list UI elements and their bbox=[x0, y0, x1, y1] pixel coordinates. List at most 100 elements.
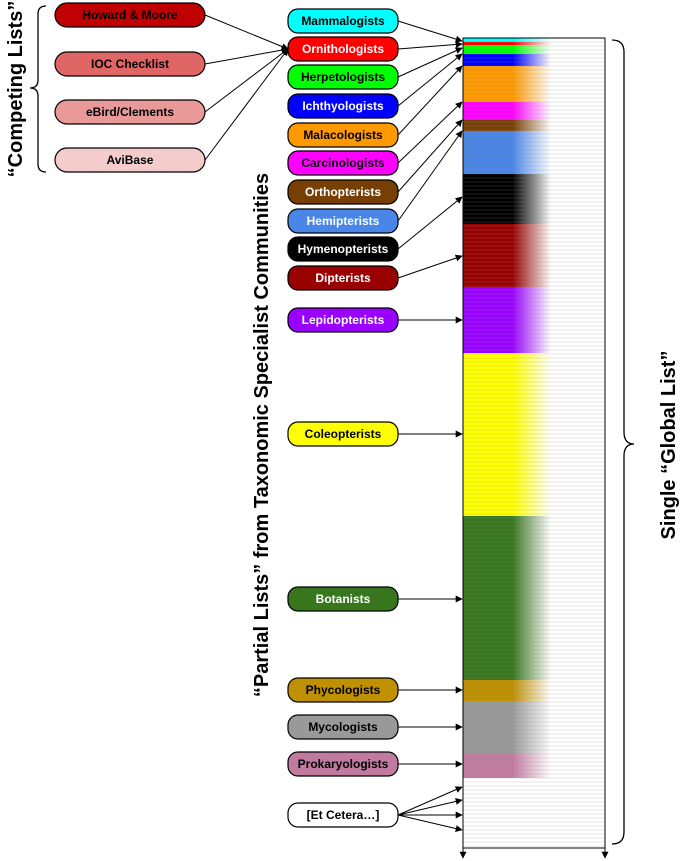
community-pill bbox=[287, 307, 399, 333]
global-list-border bbox=[462, 37, 606, 849]
community-label: Lepidopterists bbox=[302, 313, 385, 327]
community-label: Mammalogists bbox=[301, 14, 385, 28]
global-list-band bbox=[463, 353, 605, 516]
global-list-band bbox=[463, 131, 605, 174]
community-label: Ichthyologists bbox=[302, 99, 384, 113]
global-list-band bbox=[463, 287, 605, 353]
community-herpetologists: Herpetologists bbox=[287, 64, 399, 90]
community-arrow bbox=[397, 254, 463, 279]
global-list-band bbox=[463, 45, 605, 54]
global-list-column bbox=[459, 37, 609, 859]
community-phycologists: Phycologists bbox=[287, 677, 399, 703]
global-list-band bbox=[463, 38, 605, 42]
community-malacologists: Malacologists bbox=[287, 122, 399, 148]
competing-list-pill bbox=[54, 99, 206, 125]
community-label: [Et Cetera…] bbox=[307, 808, 380, 822]
community-dipterists: Dipterists bbox=[287, 265, 399, 291]
global-list-band bbox=[463, 120, 605, 131]
competing-list-avibase: AviBase bbox=[54, 147, 206, 173]
community-orthopterists: Orthopterists bbox=[287, 179, 399, 205]
competing-list-label: IOC Checklist bbox=[91, 57, 169, 71]
community-label: Herpetologists bbox=[301, 70, 385, 84]
community-prokaryologists: Prokaryologists bbox=[287, 751, 399, 777]
global-list-band bbox=[463, 54, 605, 66]
competing-list-arrow bbox=[204, 48, 289, 161]
community-carcinologists: Carcinologists bbox=[287, 150, 399, 176]
global-list-band bbox=[463, 680, 605, 701]
global-list-band bbox=[463, 66, 605, 102]
community-arrow bbox=[397, 53, 463, 107]
community-label: Coleopterists bbox=[305, 427, 382, 441]
competing-lists-label: “Competing Lists” bbox=[5, 1, 27, 178]
community-label: Dipterists bbox=[315, 271, 371, 285]
community-pill bbox=[287, 802, 399, 828]
community-arrow bbox=[397, 101, 463, 164]
global-list-band bbox=[463, 42, 605, 45]
competing-list-arrow bbox=[204, 14, 289, 50]
partial-lists-label: “Partial Lists” from Taxonomic Specialis… bbox=[251, 173, 273, 697]
community-mammalogists: Mammalogists bbox=[287, 8, 399, 34]
community-arrow bbox=[397, 41, 463, 50]
community-ornithologists: Ornithologists bbox=[287, 36, 399, 62]
community-arrow bbox=[397, 798, 463, 816]
community-pill bbox=[287, 179, 399, 205]
community-pill bbox=[287, 714, 399, 740]
community-arrow bbox=[397, 20, 463, 43]
community-arrow bbox=[397, 119, 463, 193]
community-mycologists: Mycologists bbox=[287, 714, 399, 740]
community-hymenopterists: Hymenopterists bbox=[287, 236, 399, 262]
competing-list-label: AviBase bbox=[107, 153, 154, 167]
community-arrow bbox=[397, 814, 463, 832]
competing-list-arrow bbox=[204, 46, 289, 65]
global-list-band bbox=[463, 174, 605, 224]
community-hemipterists: Hemipterists bbox=[287, 208, 399, 234]
community-ichthyologists: Ichthyologists bbox=[287, 93, 399, 119]
competing-list-pill bbox=[54, 2, 206, 28]
community-et-cetera: [Et Cetera…] bbox=[287, 802, 399, 828]
community-pill bbox=[287, 93, 399, 119]
community-pill bbox=[287, 677, 399, 703]
competing-list-pill bbox=[54, 51, 206, 77]
global-list-band bbox=[463, 778, 605, 848]
competing-list-pill bbox=[54, 147, 206, 173]
community-arrow bbox=[397, 65, 463, 136]
global-list-band bbox=[463, 102, 605, 120]
community-botanists: Botanists bbox=[287, 586, 399, 612]
community-pill bbox=[287, 208, 399, 234]
community-pill bbox=[287, 8, 399, 34]
community-pill bbox=[287, 64, 399, 90]
community-label: Phycologists bbox=[306, 683, 381, 697]
competing-list-howard-moore: Howard & Moore bbox=[54, 2, 206, 28]
community-label: Botanists bbox=[316, 592, 371, 606]
community-label: Hemipterists bbox=[307, 214, 380, 228]
community-arrow bbox=[397, 130, 463, 222]
competing-list-ioc-checklist: IOC Checklist bbox=[54, 51, 206, 77]
community-pill bbox=[287, 586, 399, 612]
global-list-band bbox=[463, 224, 605, 287]
community-pill bbox=[287, 122, 399, 148]
community-arrow bbox=[397, 196, 463, 250]
competing-lists-brace bbox=[29, 5, 47, 173]
community-pill bbox=[287, 421, 399, 447]
community-pill bbox=[287, 751, 399, 777]
community-arrow bbox=[397, 786, 463, 816]
community-label: Ornithologists bbox=[302, 42, 384, 56]
global-list-brace bbox=[611, 39, 635, 845]
competing-list-arrow bbox=[204, 48, 289, 113]
community-label: Malacologists bbox=[303, 128, 383, 142]
community-label: Mycologists bbox=[308, 720, 378, 734]
community-label: Orthopterists bbox=[305, 185, 381, 199]
community-pill bbox=[287, 36, 399, 62]
global-list-label: Single “Global List” bbox=[658, 351, 680, 540]
competing-list-label: eBird/Clements bbox=[86, 105, 174, 119]
community-pill bbox=[287, 236, 399, 262]
community-label: Hymenopterists bbox=[298, 242, 389, 256]
competing-list-ebird-clements: eBird/Clements bbox=[54, 99, 206, 125]
community-pill bbox=[287, 150, 399, 176]
community-pill bbox=[287, 265, 399, 291]
community-label: Prokaryologists bbox=[298, 757, 389, 771]
competing-list-label: Howard & Moore bbox=[82, 8, 178, 22]
community-coleopterists: Coleopterists bbox=[287, 421, 399, 447]
community-label: Carcinologists bbox=[301, 156, 385, 170]
